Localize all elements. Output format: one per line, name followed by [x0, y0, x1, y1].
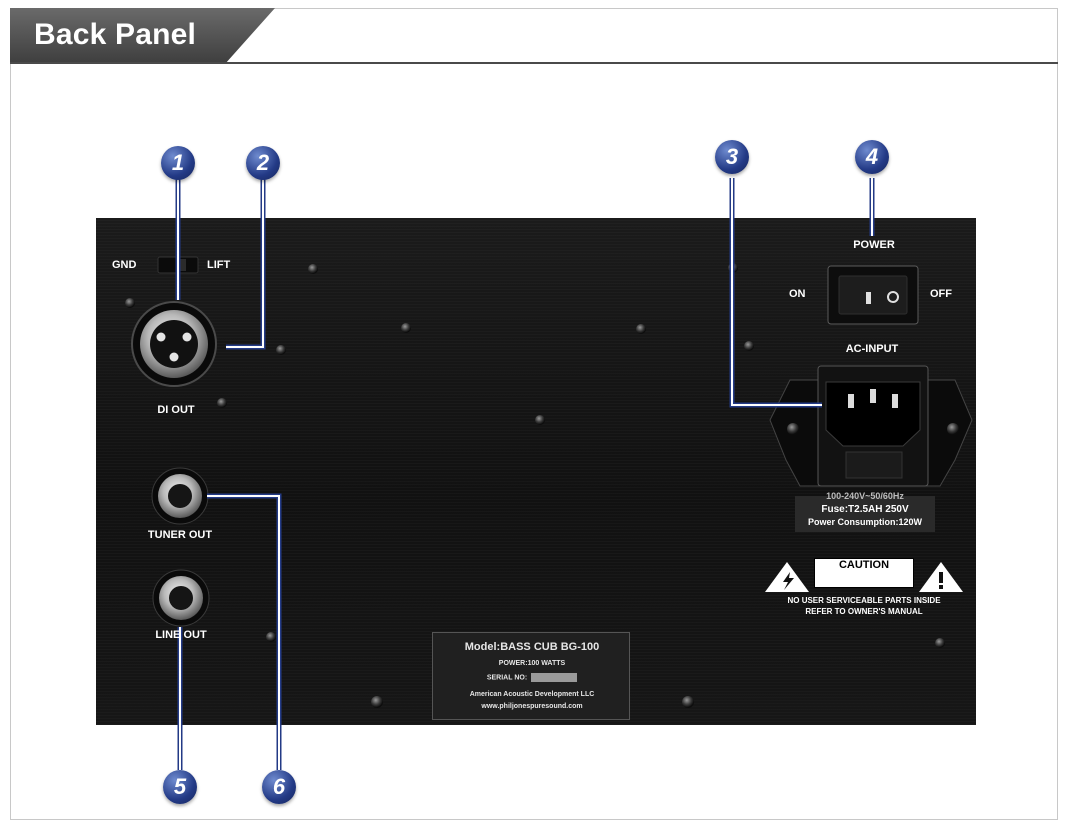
- power-rating-text: POWER:100 WATTS: [498, 660, 566, 667]
- callout-3: 3: [715, 140, 749, 174]
- screw: [217, 398, 227, 408]
- screw: [787, 423, 799, 435]
- title-tab: [10, 8, 275, 64]
- model-nameplate: Model:BASS CUB BG-100 POWER:100 WATTS SE…: [432, 632, 630, 720]
- callout-5: 5: [163, 770, 197, 804]
- tuner-out-jack: [151, 467, 209, 525]
- gnd-label: GND: [112, 259, 137, 271]
- screw: [266, 632, 276, 642]
- fuse-rating-text: Fuse:T2.5AH 250V: [821, 504, 909, 515]
- serial-row: SERIAL NO:: [433, 673, 631, 682]
- fuse-voltage-text: 100-240V~50/60Hz: [826, 491, 904, 501]
- lift-label: LIFT: [207, 259, 231, 271]
- callout-4: 4: [855, 140, 889, 174]
- screw: [636, 324, 646, 334]
- tuner-out-label: TUNER OUT: [147, 529, 213, 541]
- iec-pin: [870, 389, 876, 403]
- leader-line-3: [729, 178, 822, 408]
- screw: [371, 696, 383, 708]
- line-out-jack: [152, 569, 210, 627]
- leader-line-2: [226, 178, 266, 350]
- fuse-rating-box: [795, 496, 935, 532]
- model-text: Model:BASS CUB BG-100: [464, 641, 600, 653]
- power-label: POWER: [853, 239, 895, 251]
- fuse-drawer: [845, 451, 903, 479]
- xlr-pin: [156, 332, 166, 342]
- serial-label: SERIAL NO:: [486, 674, 528, 682]
- leader-line-6: [207, 495, 280, 770]
- xlr-connector: [131, 301, 217, 387]
- caution-line-1: NO USER SERVICEABLE PARTS INSIDE: [787, 596, 941, 605]
- xlr-pin: [169, 352, 179, 362]
- power-switch: [827, 265, 919, 325]
- page-title: Back Panel: [34, 18, 197, 51]
- iec-pin: [848, 394, 854, 408]
- company-text: American Acoustic Development LLC: [469, 691, 595, 698]
- serial-number-box: [531, 673, 578, 682]
- screw: [682, 696, 694, 708]
- screw: [947, 423, 959, 435]
- line-out-label: LINE OUT: [155, 629, 207, 641]
- screws: [125, 263, 945, 708]
- screw: [125, 298, 135, 308]
- callout-6: 6: [262, 770, 296, 804]
- leader-line-2: [226, 178, 264, 348]
- leader-lines: [175, 178, 875, 770]
- header-divider: [10, 62, 1058, 64]
- iec-pin: [892, 394, 898, 408]
- xlr-pin: [182, 332, 192, 342]
- ac-input-socket: [769, 365, 973, 487]
- screw: [744, 341, 754, 351]
- on-label: ON: [789, 288, 806, 300]
- off-label: OFF: [930, 288, 952, 300]
- caution-box: [814, 558, 914, 588]
- screw: [276, 345, 286, 355]
- caution-line-2: REFER TO OWNER'S MANUAL: [805, 607, 923, 616]
- screw: [308, 264, 318, 274]
- ground-lift-switch-knob: [176, 259, 186, 271]
- leader-line-3: [731, 178, 822, 406]
- website-text: www.philjonespuresound.com: [481, 703, 583, 710]
- di-out-label: DI OUT: [157, 404, 195, 416]
- caution-title: CAUTION: [838, 559, 890, 571]
- ac-input-label: AC-INPUT: [845, 343, 899, 355]
- screw: [935, 638, 945, 648]
- caution-triangles: [765, 562, 963, 592]
- callout-2: 2: [246, 146, 280, 180]
- power-consumption-text: Power Consumption:120W: [807, 517, 923, 527]
- callout-1: 1: [161, 146, 195, 180]
- screw: [535, 415, 545, 425]
- screw: [401, 323, 411, 333]
